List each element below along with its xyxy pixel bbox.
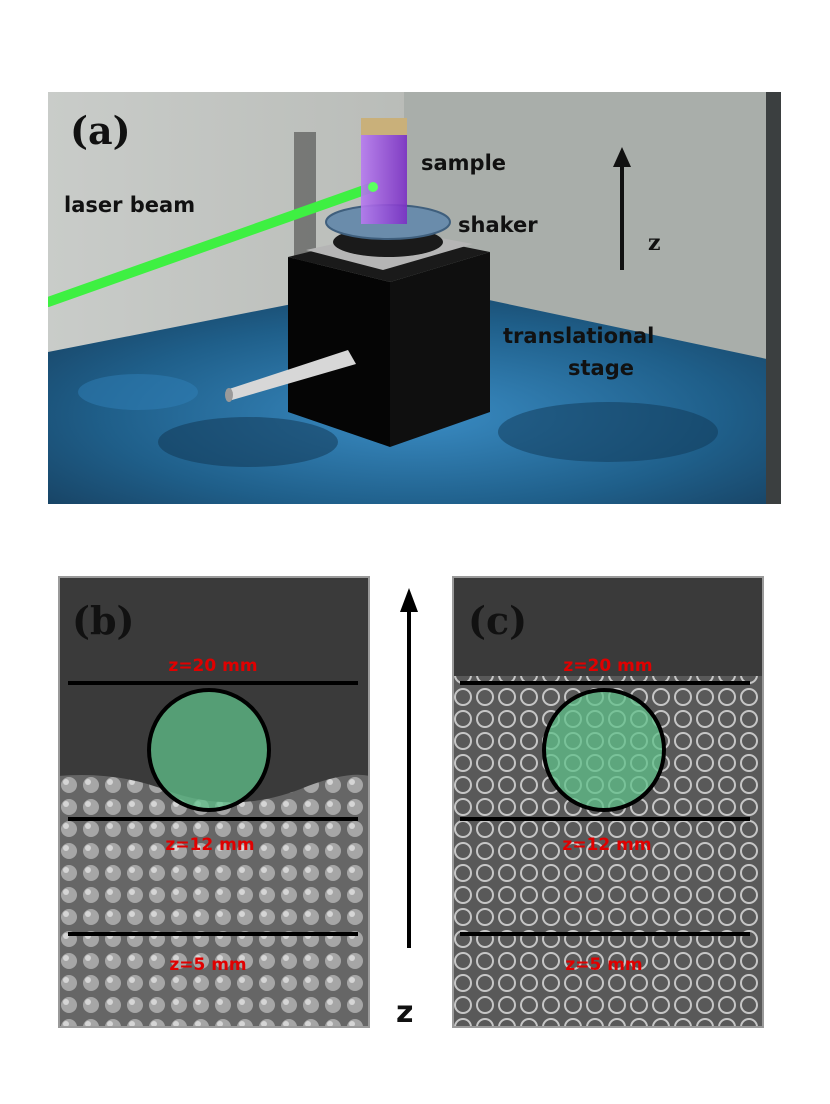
label-z5-b: z=5 mm [169,955,246,975]
panel-c-label: (c) [468,598,527,643]
laser-spot [368,182,378,192]
label-z20-c: z=20 mm [563,656,652,676]
label-stage-2: stage [568,356,634,380]
panel-b-label: (b) [72,598,135,643]
measurement-region-c [542,688,666,812]
label-sample: sample [421,151,506,175]
measurement-region-b [147,688,271,812]
panel-a-setup-render: laser beam sample shaker translational s… [48,92,781,504]
lens-cone [226,350,356,400]
floor-pattern [498,402,718,462]
z-axis-arrowhead [400,588,418,612]
label-z-a: z [648,230,661,256]
z-arrowhead-a [613,147,631,167]
z-axis-label: z [396,995,414,1030]
floor-pattern [78,374,198,410]
stage-right-face [390,252,490,447]
label-stage-1: translational [503,324,654,348]
panel-a-label: (a) [70,108,131,153]
right-edge-wall [766,92,781,504]
stage-left-face [288,257,390,447]
sample-vial [361,132,407,224]
laser-beam [48,182,378,307]
label-z5-c: z=5 mm [565,955,642,975]
floor-pattern [158,417,338,467]
label-laser-beam: laser beam [64,193,195,217]
label-shaker: shaker [458,213,538,237]
panel-c-image: (c) z=20 mm z=12 mm z=5 mm [452,576,764,1028]
label-z12-b: z=12 mm [165,835,254,855]
granular-bed [58,774,370,1028]
lens-tip [225,388,233,402]
sample-cap [361,118,407,135]
label-z20-b: z=20 mm [168,656,257,676]
panel-b-image: (b) z=20 mm z=12 mm z=5 mm [58,576,370,1028]
frame-border [452,576,764,1028]
label-z12-c: z=12 mm [562,835,651,855]
z-axis-arrow [400,588,418,948]
frame-border [58,576,370,1028]
